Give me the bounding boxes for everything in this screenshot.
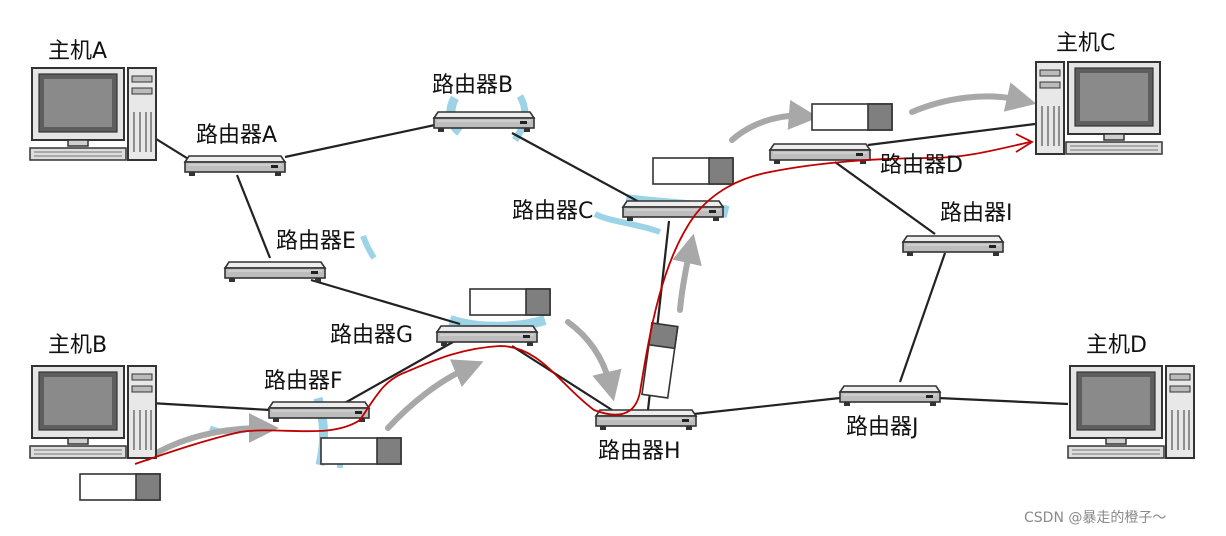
packet-1 — [79, 473, 161, 501]
watermark: CSDN @暴走的橙子～ — [1024, 510, 1166, 526]
packet-6-vertical — [641, 322, 679, 399]
router-c-icon — [622, 200, 724, 222]
router-h-icon — [595, 409, 697, 431]
router-i-label: 路由器I — [940, 201, 1013, 226]
flow-arrow-5 — [729, 99, 819, 143]
link-routerb-routerc — [511, 132, 642, 204]
flow-arrows — [145, 82, 1037, 461]
flow-arrow-2 — [385, 359, 484, 431]
router-e-icon — [224, 261, 326, 283]
host-c-computer-icon — [1035, 61, 1163, 155]
network-links — [131, 122, 1069, 416]
link-routere-routerg — [310, 278, 461, 326]
router-f-label: 路由器F — [264, 369, 343, 394]
router-d-label: 路由器D — [880, 153, 963, 178]
packet-5 — [811, 103, 893, 131]
flow-arrow-1 — [145, 413, 279, 461]
packet-4 — [652, 157, 734, 185]
router-a-icon — [184, 155, 286, 177]
router-g-label: 路由器G — [330, 323, 413, 348]
link-routerh-routerj — [693, 396, 841, 416]
flow-arrow-4 — [672, 233, 702, 313]
host-d-computer-icon — [1067, 365, 1195, 459]
packet-2 — [320, 437, 402, 465]
link-routerd-hostc — [867, 122, 1036, 147]
link-routerf-routerg — [342, 337, 461, 405]
route-arrowhead-red — [1015, 133, 1034, 153]
link-routerj-routeri — [898, 252, 947, 383]
link-routera-routerb — [284, 123, 436, 159]
router-e-label: 路由器E — [276, 229, 356, 254]
host-b-computer-icon — [29, 365, 157, 459]
flow-arrow-3 — [565, 319, 622, 402]
router-c-label: 路由器C — [512, 199, 593, 224]
link-routera-routere — [235, 174, 272, 259]
route-path-red — [134, 141, 1031, 465]
host-a-computer-icon — [29, 67, 157, 161]
host-b-label: 主机B — [48, 333, 107, 358]
host-a-label: 主机A — [48, 39, 107, 64]
link-routerd-routeri — [834, 161, 936, 235]
router-h-label: 路由器H — [598, 439, 681, 464]
host-c-label: 主机C — [1056, 31, 1115, 56]
router-a-label: 路由器A — [196, 123, 277, 148]
router-j-label: 路由器J — [846, 415, 919, 440]
link-routerj-hostd — [937, 396, 1069, 406]
router-j-icon — [839, 385, 941, 407]
router-b-label: 路由器B — [432, 73, 513, 98]
host-d-label: 主机D — [1086, 333, 1147, 358]
flow-arrow-6 — [909, 82, 1037, 115]
router-i-icon — [902, 235, 1004, 257]
packet-3 — [469, 288, 551, 316]
